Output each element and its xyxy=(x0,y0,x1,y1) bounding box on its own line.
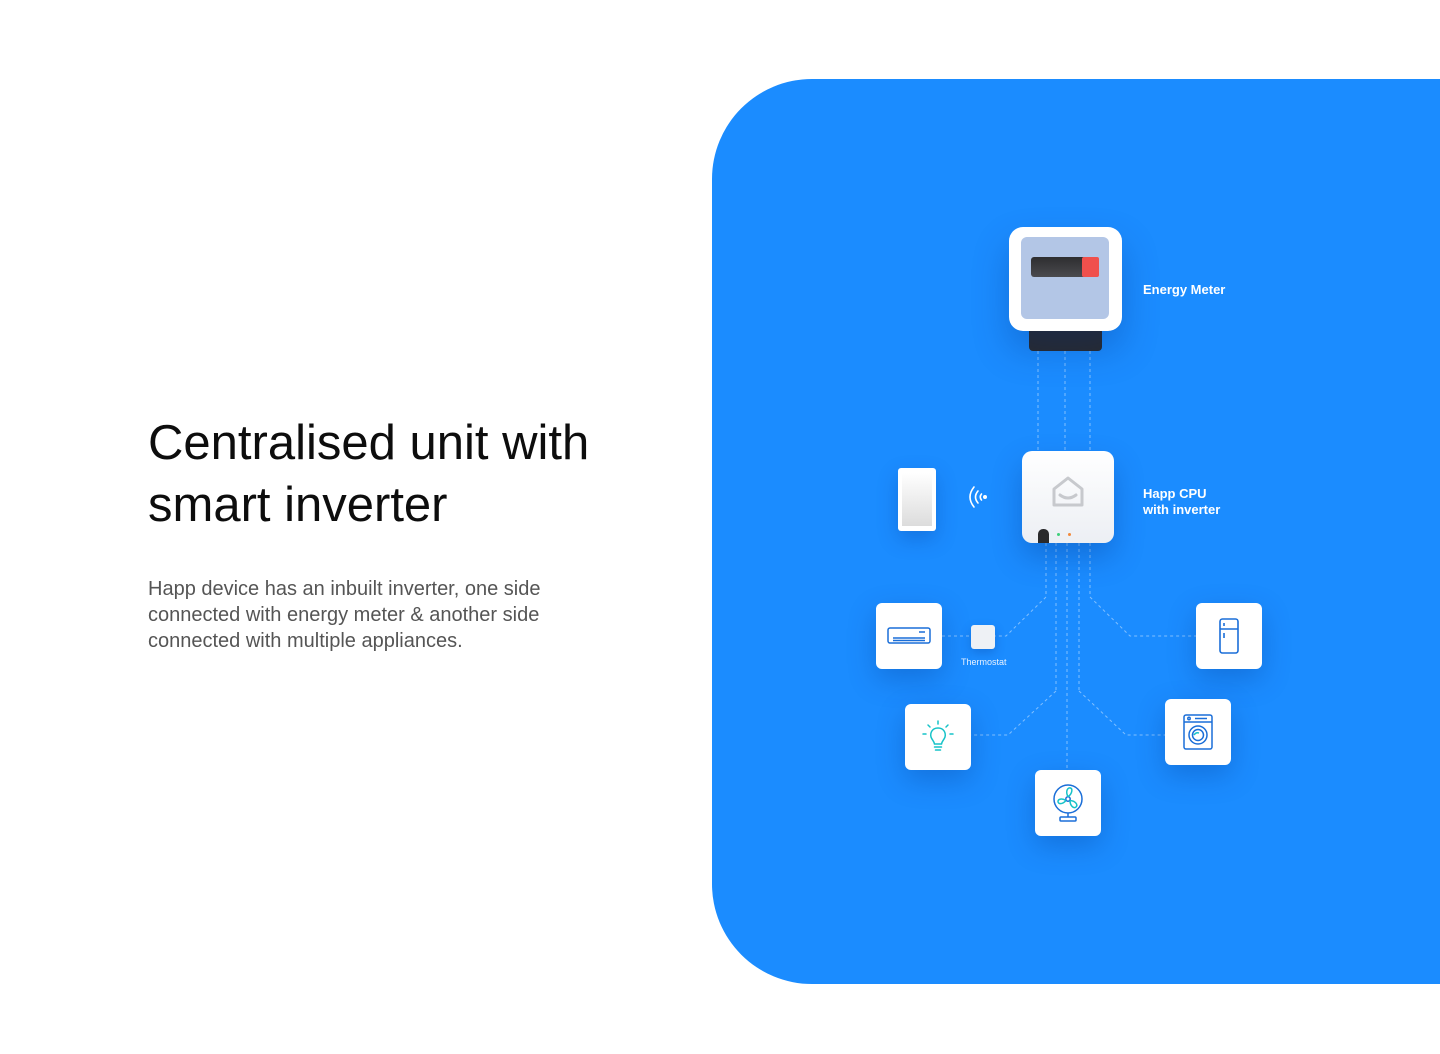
fan-card xyxy=(1035,770,1101,836)
refrigerator-card xyxy=(1196,603,1262,669)
power-port xyxy=(1038,529,1049,543)
status-led-orange xyxy=(1068,533,1071,536)
remote-device xyxy=(898,468,936,531)
thermostat xyxy=(971,625,995,649)
intro-text: Centralised unit with smart inverter Hap… xyxy=(148,412,668,654)
light-bulb-icon xyxy=(922,720,954,751)
refrigerator-icon xyxy=(1219,618,1239,654)
energy-meter-base xyxy=(1029,331,1102,351)
remote-screen xyxy=(902,473,932,526)
energy-meter-label: Energy Meter xyxy=(1143,282,1226,297)
status-led-green xyxy=(1057,533,1060,536)
washing-machine-card xyxy=(1165,699,1231,765)
energy-meter xyxy=(1009,227,1122,331)
cpu-label-line2: with inverter xyxy=(1143,502,1221,517)
wireless-signal-icon xyxy=(969,486,987,508)
meter-screen xyxy=(1021,237,1109,319)
fan-icon xyxy=(1053,784,1083,822)
home-logo-icon xyxy=(1052,476,1084,507)
page-title: Centralised unit with smart inverter xyxy=(148,416,590,532)
description: Happ device has an inbuilt inverter, one… xyxy=(148,578,541,652)
cpu-label: Happ CPU with inverter xyxy=(1143,486,1220,518)
washing-machine-icon xyxy=(1183,714,1213,750)
light-bulb-card xyxy=(905,704,971,770)
air-conditioner-icon xyxy=(887,627,931,644)
connection-lines xyxy=(942,351,1196,770)
meter-display xyxy=(1031,257,1098,277)
meter-indicator xyxy=(1082,257,1099,277)
happ-cpu-unit xyxy=(1022,451,1114,543)
thermostat-label: Thermostat xyxy=(961,657,1007,667)
diagram-panel: Energy Meter Happ CPU with inverter Ther… xyxy=(712,79,1440,984)
cpu-label-line1: Happ CPU xyxy=(1143,486,1207,501)
air-conditioner-card xyxy=(876,603,942,669)
